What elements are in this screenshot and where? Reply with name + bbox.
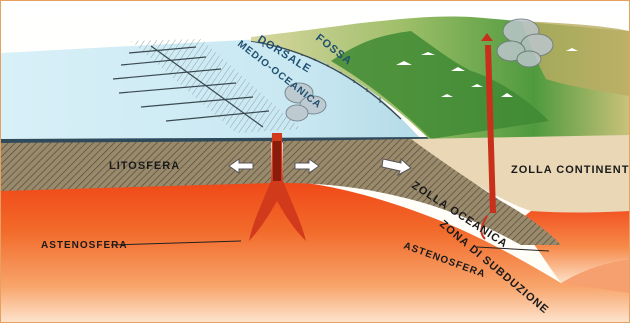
litosfera-label: LITOSFERA	[109, 160, 180, 172]
zolla-continentale-label: ZOLLA CONTINENTALE	[511, 164, 629, 176]
ridge-conduit	[273, 141, 281, 181]
astenosfera-left-label: ASTENOSFERA	[41, 240, 128, 251]
